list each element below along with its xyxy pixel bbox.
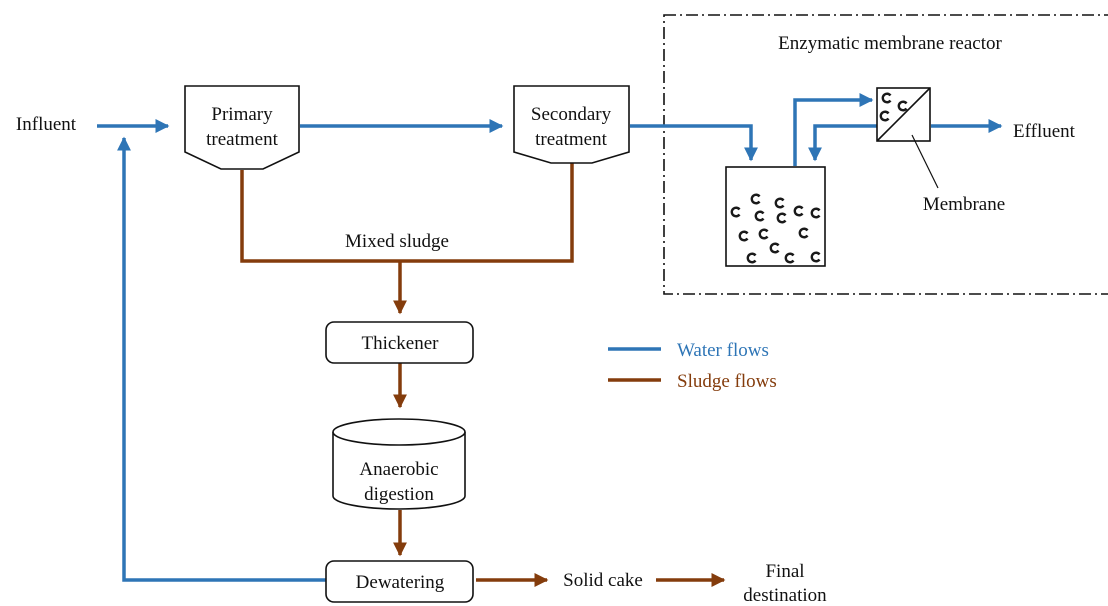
dewatering-unit (325, 560, 474, 603)
legend-water-label: Water flows (677, 340, 769, 361)
digestion-label-2: digestion (364, 484, 434, 505)
influent-label: Influent (16, 114, 77, 135)
final-destination-label-2: destination (743, 585, 827, 606)
membrane-leader-line (911, 134, 939, 189)
anaerobic-digester-top (332, 418, 466, 446)
membrane-label: Membrane (923, 194, 1005, 215)
primary-treatment-label-1: Primary (211, 104, 273, 125)
thickener-label: Thickener (361, 333, 439, 354)
reactor-boundary (663, 14, 1108, 295)
secondary-to-tank-arrow (630, 124, 758, 162)
reactor-title: Enzymatic membrane reactor (778, 33, 1002, 54)
primary-treatment-unit (184, 85, 300, 170)
thickener-unit (325, 321, 474, 364)
legend-sludge-label: Sludge flows (677, 371, 777, 392)
anaerobic-digester (332, 432, 466, 510)
secondary-treatment-label-2: treatment (535, 129, 607, 150)
secondary-treatment-unit (513, 85, 630, 164)
membrane-diagonal (876, 87, 931, 142)
mixed-sludge-label: Mixed sludge (345, 231, 449, 252)
effluent-label: Effluent (1013, 121, 1076, 142)
tank-to-membrane-arrow (793, 93, 874, 166)
dewatering-label: Dewatering (356, 572, 445, 593)
final-destination-label-1: Final (765, 561, 804, 582)
water-flow-lines (97, 93, 1003, 582)
mixed-sludge-collector (240, 163, 574, 263)
membrane-to-tank-arrow (808, 124, 877, 162)
primary-treatment-label-2: treatment (206, 129, 278, 150)
secondary-treatment-label-1: Secondary (531, 104, 612, 125)
sludge-flow-lines (240, 163, 726, 587)
solid-cake-label: Solid cake (563, 570, 643, 591)
digestion-label-1: Anaerobic (359, 459, 438, 480)
legend: Water flows Sludge flows (608, 340, 777, 392)
dewatering-recycle-arrow (117, 136, 326, 582)
